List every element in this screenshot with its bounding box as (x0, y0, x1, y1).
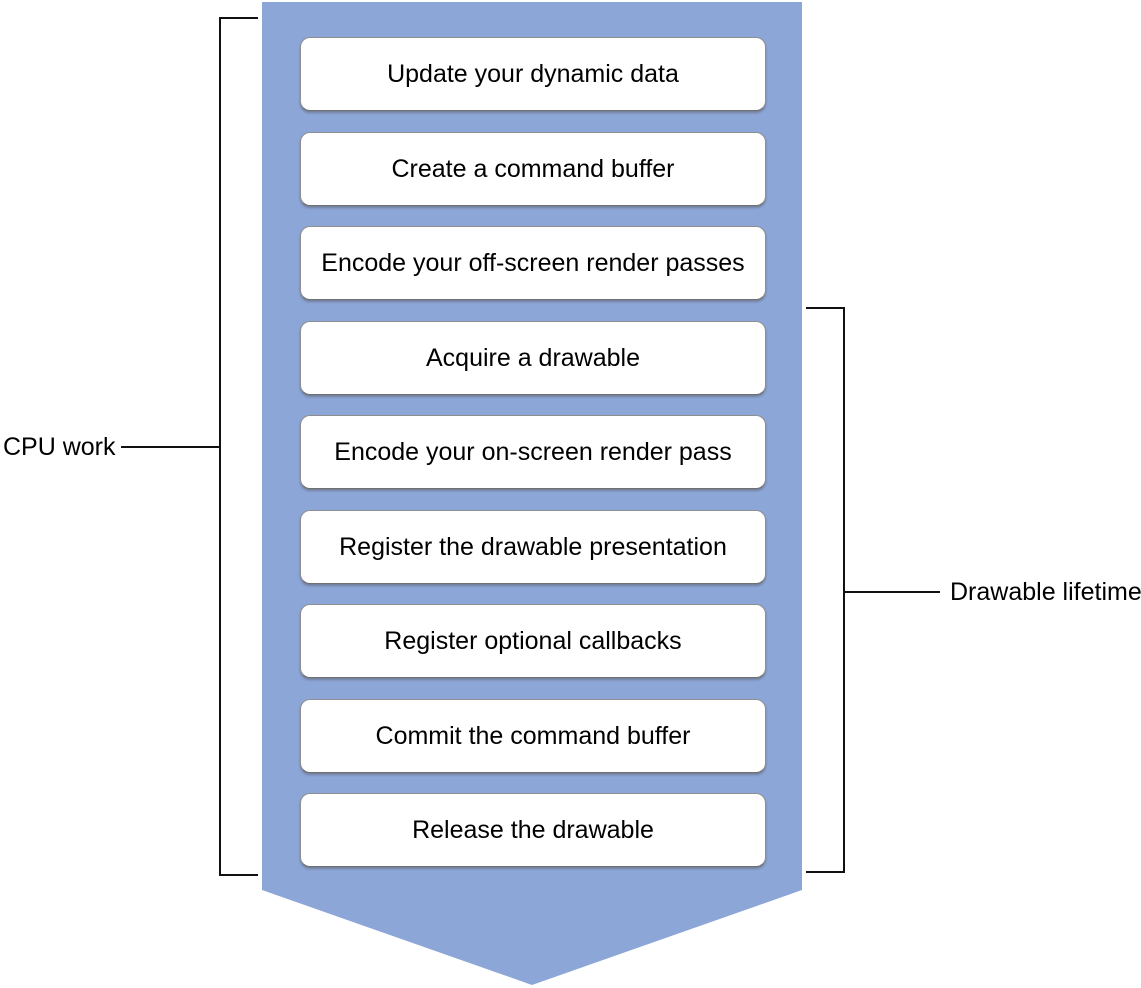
step-box-create-command-buffer: Create a command buffer (300, 131, 766, 206)
cpu-work-connector-line (121, 446, 219, 448)
step-box-acquire-drawable: Acquire a drawable (300, 320, 766, 395)
step-box-register-optional-callbacks: Register optional callbacks (300, 604, 766, 678)
step-list: Update your dynamic data Create a comman… (300, 37, 766, 867)
drawable-lifetime-bracket (806, 307, 845, 873)
step-box-register-drawable-presentation: Register the drawable presentation (300, 509, 766, 584)
drawable-lifetime-connector-line (845, 591, 940, 593)
drawable-lifetime-label: Drawable lifetime (950, 578, 1141, 606)
step-box-commit-command-buffer: Commit the command buffer (300, 698, 766, 773)
step-box-release-drawable: Release the drawable (300, 793, 766, 867)
step-box-encode-offscreen-passes: Encode your off-screen render passes (300, 226, 766, 300)
cpu-work-bracket (219, 17, 258, 876)
step-box-encode-onscreen-pass: Encode your on-screen render pass (300, 415, 766, 489)
step-box-update-dynamic-data: Update your dynamic data (300, 37, 766, 111)
cpu-work-label: CPU work (3, 433, 116, 461)
